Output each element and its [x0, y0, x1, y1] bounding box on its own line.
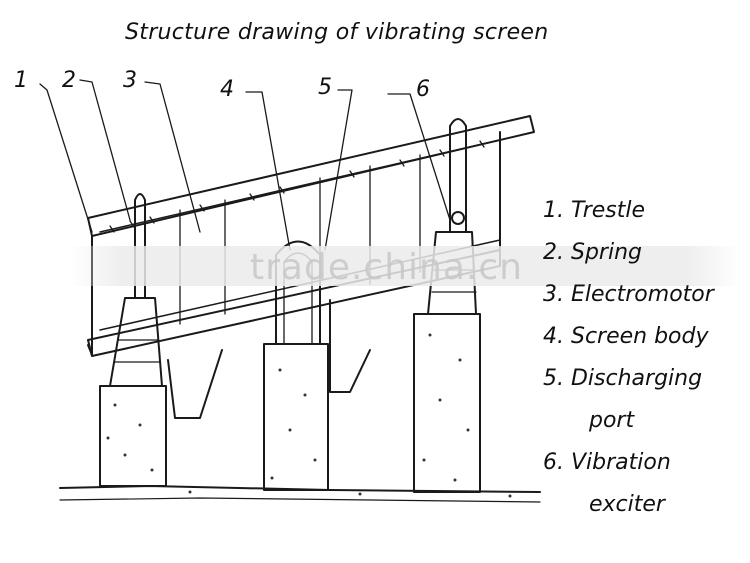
legend-item-discharging: 5. Discharging	[543, 366, 703, 391]
callout-5: 5	[318, 75, 332, 100]
legend: 1. Trestle 2. Spring 3. Electromotor 4. …	[543, 190, 714, 526]
middle-pier	[263, 343, 329, 491]
callout-6: 6	[416, 77, 430, 102]
legend-item-screen-body: 4. Screen body	[543, 324, 709, 349]
right-spring	[449, 118, 467, 233]
left-spring	[134, 193, 146, 299]
legend-item-vibration: 6. Vibration	[543, 450, 671, 475]
discharge-chute	[167, 349, 223, 419]
diagram-title: Structure drawing of vibrating screen	[125, 20, 549, 45]
right-pier	[413, 313, 481, 493]
left-trestle	[109, 297, 163, 387]
watermark-band	[70, 246, 740, 286]
legend-item-trestle: 1. Trestle	[543, 198, 646, 223]
screen-top-rail	[87, 115, 535, 237]
callout-4: 4	[220, 77, 234, 102]
left-pier	[99, 385, 167, 487]
legend-item-vibration-exciter: exciter	[589, 492, 665, 517]
callout-3: 3	[123, 68, 137, 93]
watermark-text: trade.china.cn	[250, 247, 523, 288]
callout-1: 1	[14, 68, 28, 93]
callout-2: 2	[62, 68, 76, 93]
legend-item-discharging-port: port	[589, 408, 635, 433]
legend-item-spring: 2. Spring	[543, 240, 642, 265]
legend-item-electromotor: 3. Electromotor	[543, 282, 714, 307]
